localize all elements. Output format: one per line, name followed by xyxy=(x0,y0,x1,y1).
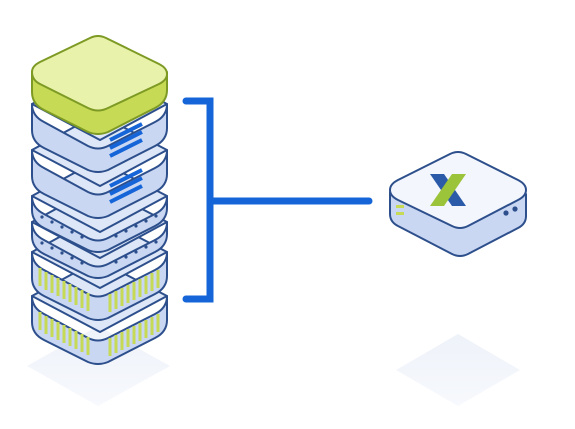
bracket-line xyxy=(182,97,214,303)
drive-bay-stripes xyxy=(38,312,160,356)
drive-bay-stripes xyxy=(38,268,160,312)
x-logo-icon xyxy=(430,174,466,206)
storage-bars xyxy=(109,168,143,204)
connector-bracket xyxy=(182,97,373,303)
server-rack xyxy=(31,35,168,365)
vent-dots xyxy=(40,240,158,265)
top-cap xyxy=(31,35,168,135)
vent-dots xyxy=(40,214,158,239)
appliance-floor-shadow xyxy=(396,334,520,406)
storage-bars xyxy=(109,122,143,158)
status-lights xyxy=(396,205,518,216)
appliance-device xyxy=(389,151,527,257)
